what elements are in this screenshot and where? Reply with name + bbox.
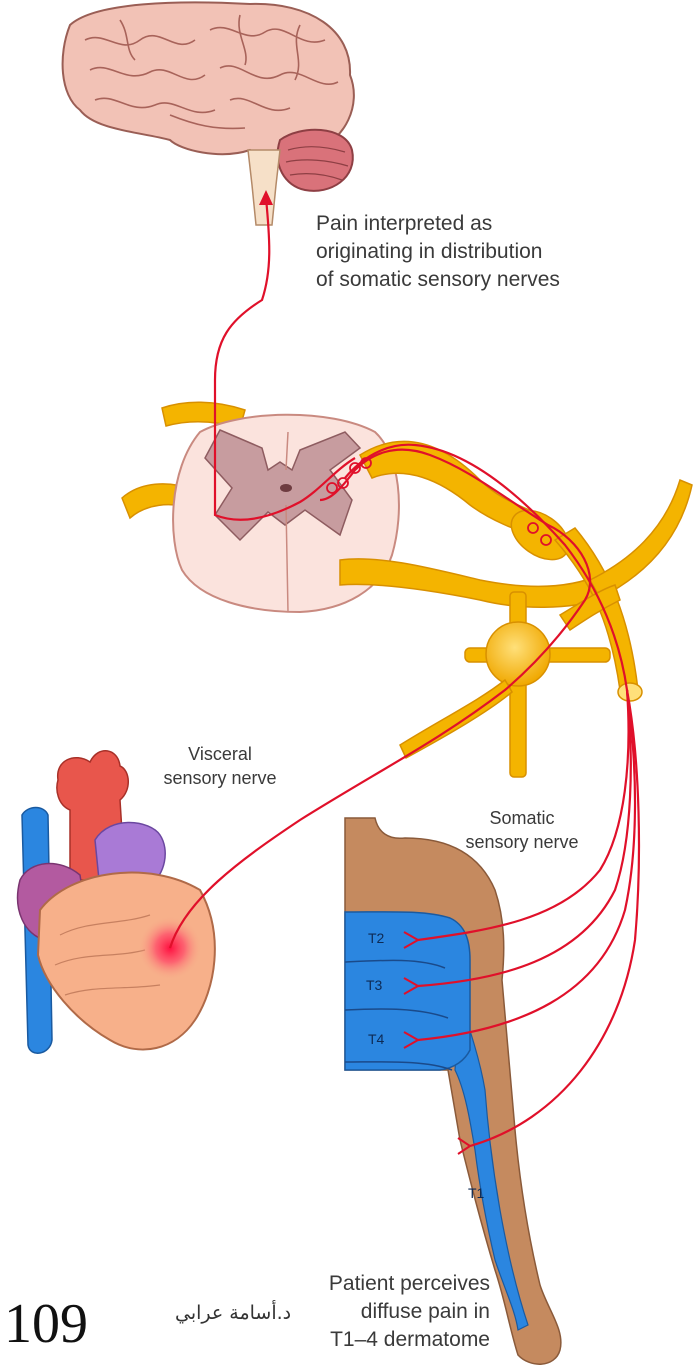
- brainstem: [248, 150, 280, 225]
- label-t2: T2: [368, 930, 385, 946]
- somatic-line-1: Somatic: [442, 806, 602, 830]
- pain-interpreted-line-1: Pain interpreted as: [316, 210, 560, 238]
- watermark: د.أسامة عرابي: [175, 1302, 291, 1324]
- label-t1: T1: [468, 1185, 485, 1201]
- sympathetic-ganglion: [486, 622, 550, 686]
- dorsal-ramus: [590, 480, 692, 598]
- brain: [63, 2, 354, 225]
- visceral-label: Visceral sensory nerve: [140, 742, 300, 790]
- label-t4: T4: [368, 1031, 385, 1047]
- somatic-line-2: sensory nerve: [442, 830, 602, 854]
- nerve-cut-end: [618, 683, 642, 701]
- pain-interpreted-line-3: of somatic sensory nerves: [316, 266, 560, 294]
- pain-interpreted-label: Pain interpreted as originating in distr…: [316, 210, 560, 294]
- heart: [18, 751, 215, 1053]
- visceral-line-1: Visceral: [140, 742, 300, 766]
- pain-interpreted-line-2: originating in distribution: [316, 238, 560, 266]
- ventral-root-right: [340, 559, 606, 607]
- patient-line-1: Patient perceives: [250, 1270, 490, 1298]
- page-number: 109: [4, 1292, 88, 1356]
- somatic-label: Somatic sensory nerve: [442, 806, 602, 854]
- patient-line-3: T1–4 dermatome: [250, 1326, 490, 1354]
- label-t3: T3: [366, 977, 383, 993]
- visceral-nerve-branch: [400, 680, 512, 758]
- visceral-line-2: sensory nerve: [140, 766, 300, 790]
